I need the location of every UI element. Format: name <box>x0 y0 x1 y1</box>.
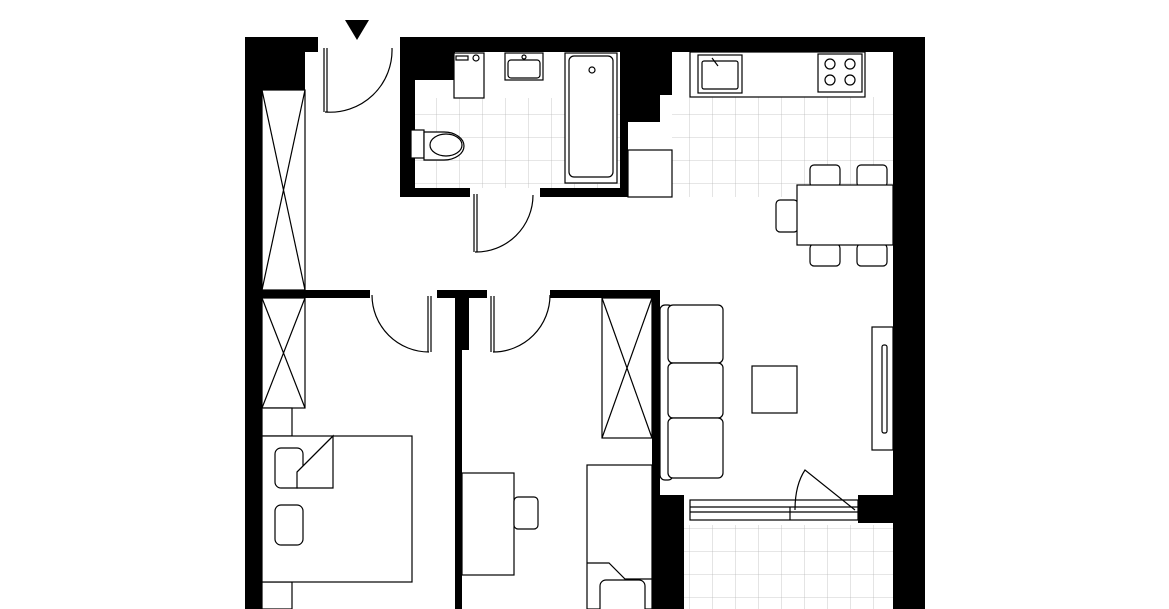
balcony-floor-tiles <box>680 525 893 609</box>
sofa-icon <box>659 304 724 481</box>
bedroom-wardrobe <box>261 297 306 409</box>
hall-wardrobe <box>261 89 306 291</box>
entrance-door[interactable] <box>323 47 393 113</box>
stove-icon <box>817 53 863 93</box>
entrance-arrow-icon <box>345 20 369 40</box>
toilet-icon <box>410 129 465 161</box>
bed-icon <box>261 407 413 609</box>
single-bed <box>586 464 653 609</box>
walls <box>245 37 925 609</box>
second-bedroom-door[interactable] <box>490 294 551 353</box>
sink-icon <box>504 52 544 81</box>
bathroom-door[interactable] <box>473 194 534 253</box>
second-bedroom-wardrobe <box>601 297 653 439</box>
dining-table <box>775 164 894 267</box>
tv-icon <box>871 326 894 451</box>
kitchen-floor-tiles <box>672 97 893 197</box>
fridge <box>627 149 673 198</box>
balcony-door[interactable] <box>689 469 859 521</box>
bathtub-icon <box>564 52 618 184</box>
kitchen-sink-icon <box>697 54 743 94</box>
desk <box>461 472 539 576</box>
washing-machine-icon <box>453 52 485 99</box>
coffee-table <box>751 365 798 414</box>
bedroom-door[interactable] <box>371 294 432 353</box>
